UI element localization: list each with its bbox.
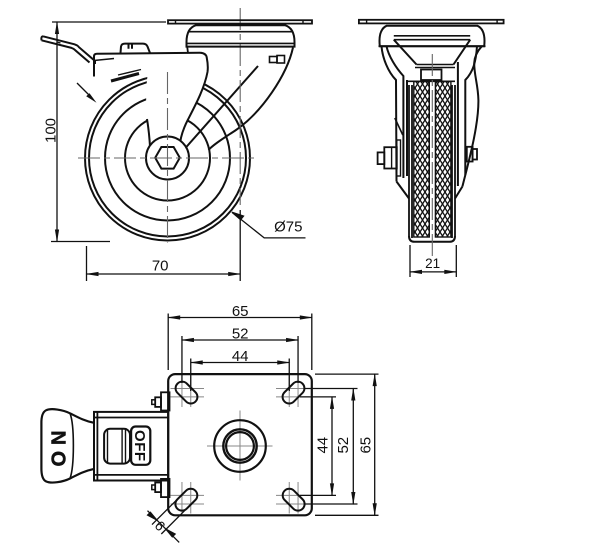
svg-text:44: 44 [315,437,332,454]
svg-text:Ø75: Ø75 [274,219,302,236]
svg-text:ON: ON [49,425,71,467]
svg-text:65: 65 [232,303,249,320]
svg-text:OFF: OFF [131,430,148,462]
svg-text:52: 52 [232,326,249,343]
svg-text:52: 52 [335,437,352,454]
svg-text:44: 44 [232,348,249,365]
svg-text:100: 100 [42,118,59,143]
svg-text:21: 21 [425,256,440,271]
svg-text:70: 70 [152,257,169,274]
svg-text:65: 65 [358,437,375,454]
